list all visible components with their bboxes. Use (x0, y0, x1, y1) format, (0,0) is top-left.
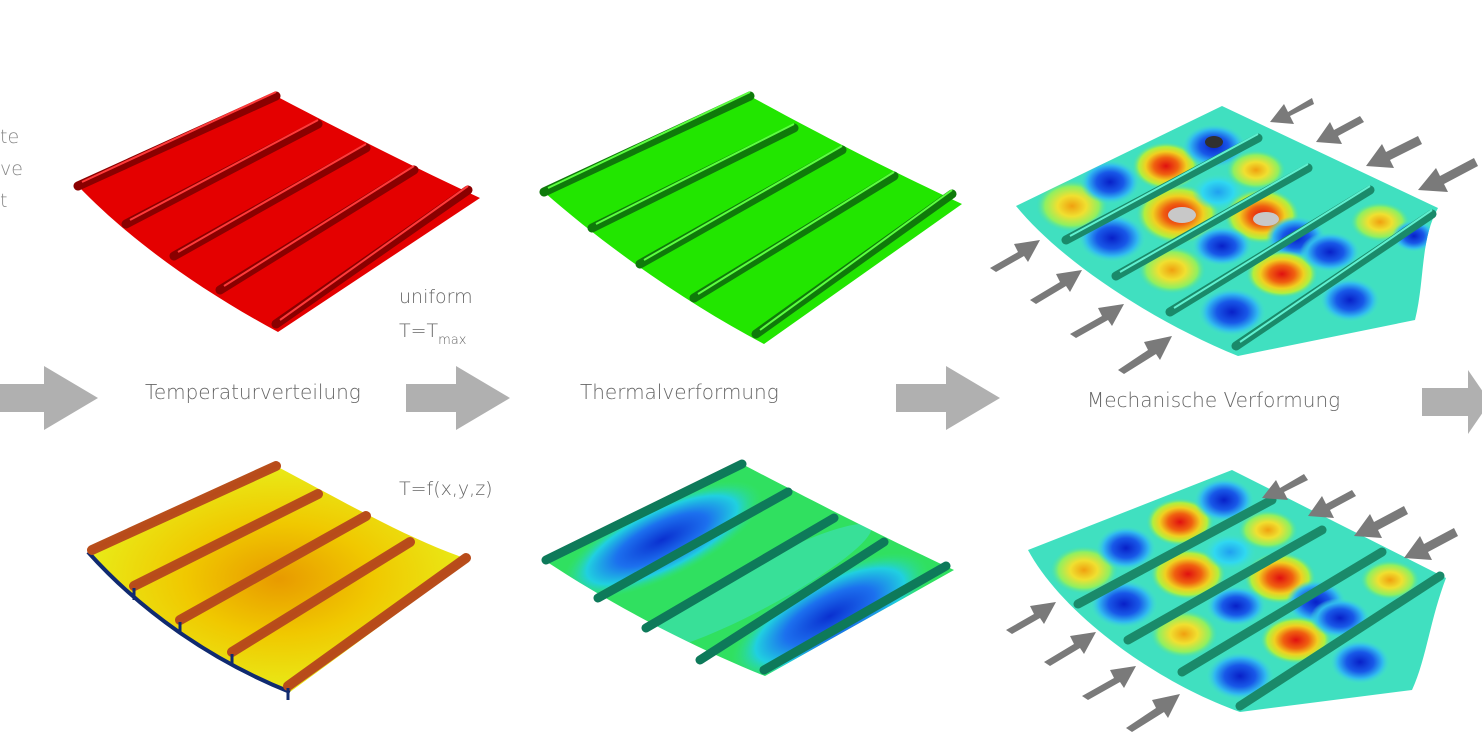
condition-uniform-formula-sub: max (438, 333, 467, 348)
panel-mechanical-deformation-uniform (1016, 106, 1438, 356)
exceedance-marker (1205, 136, 1223, 148)
condition-uniform-formula-main: T=T (399, 320, 439, 342)
condition-uniform: uniform T=Tmax (399, 280, 473, 351)
panel-uniform-temperature (73, 91, 480, 332)
edge-text-2: ve (0, 158, 23, 180)
condition-uniform-formula: T=Tmax (399, 314, 473, 351)
stage-label-temperature: Temperaturverteilung (145, 380, 361, 404)
flow-arrow-3 (896, 366, 1000, 430)
panel-field-temperature (86, 461, 471, 700)
stage-label-thermal: Thermalverformung (580, 380, 779, 404)
flow-arrow-2 (406, 366, 510, 430)
edge-text-3: t (0, 190, 8, 212)
flow-arrows (0, 366, 1482, 434)
panel-thermal-deformation-field (541, 459, 954, 676)
exceedance-marker (1168, 207, 1196, 223)
edge-text-1: te (0, 126, 20, 148)
load-arrows (990, 98, 1478, 732)
flow-arrow-1 (0, 366, 98, 430)
flow-arrow-4 (1422, 370, 1482, 434)
condition-field: T=f(x,y,z) (399, 478, 493, 500)
panel-mechanical-deformation-field (1028, 470, 1446, 712)
stage-label-mechanical: Mechanische Verformung (1087, 388, 1341, 412)
exceedance-marker (1253, 212, 1279, 226)
panel-thermal-deformation-uniform (539, 91, 962, 344)
condition-uniform-word: uniform (399, 286, 473, 308)
